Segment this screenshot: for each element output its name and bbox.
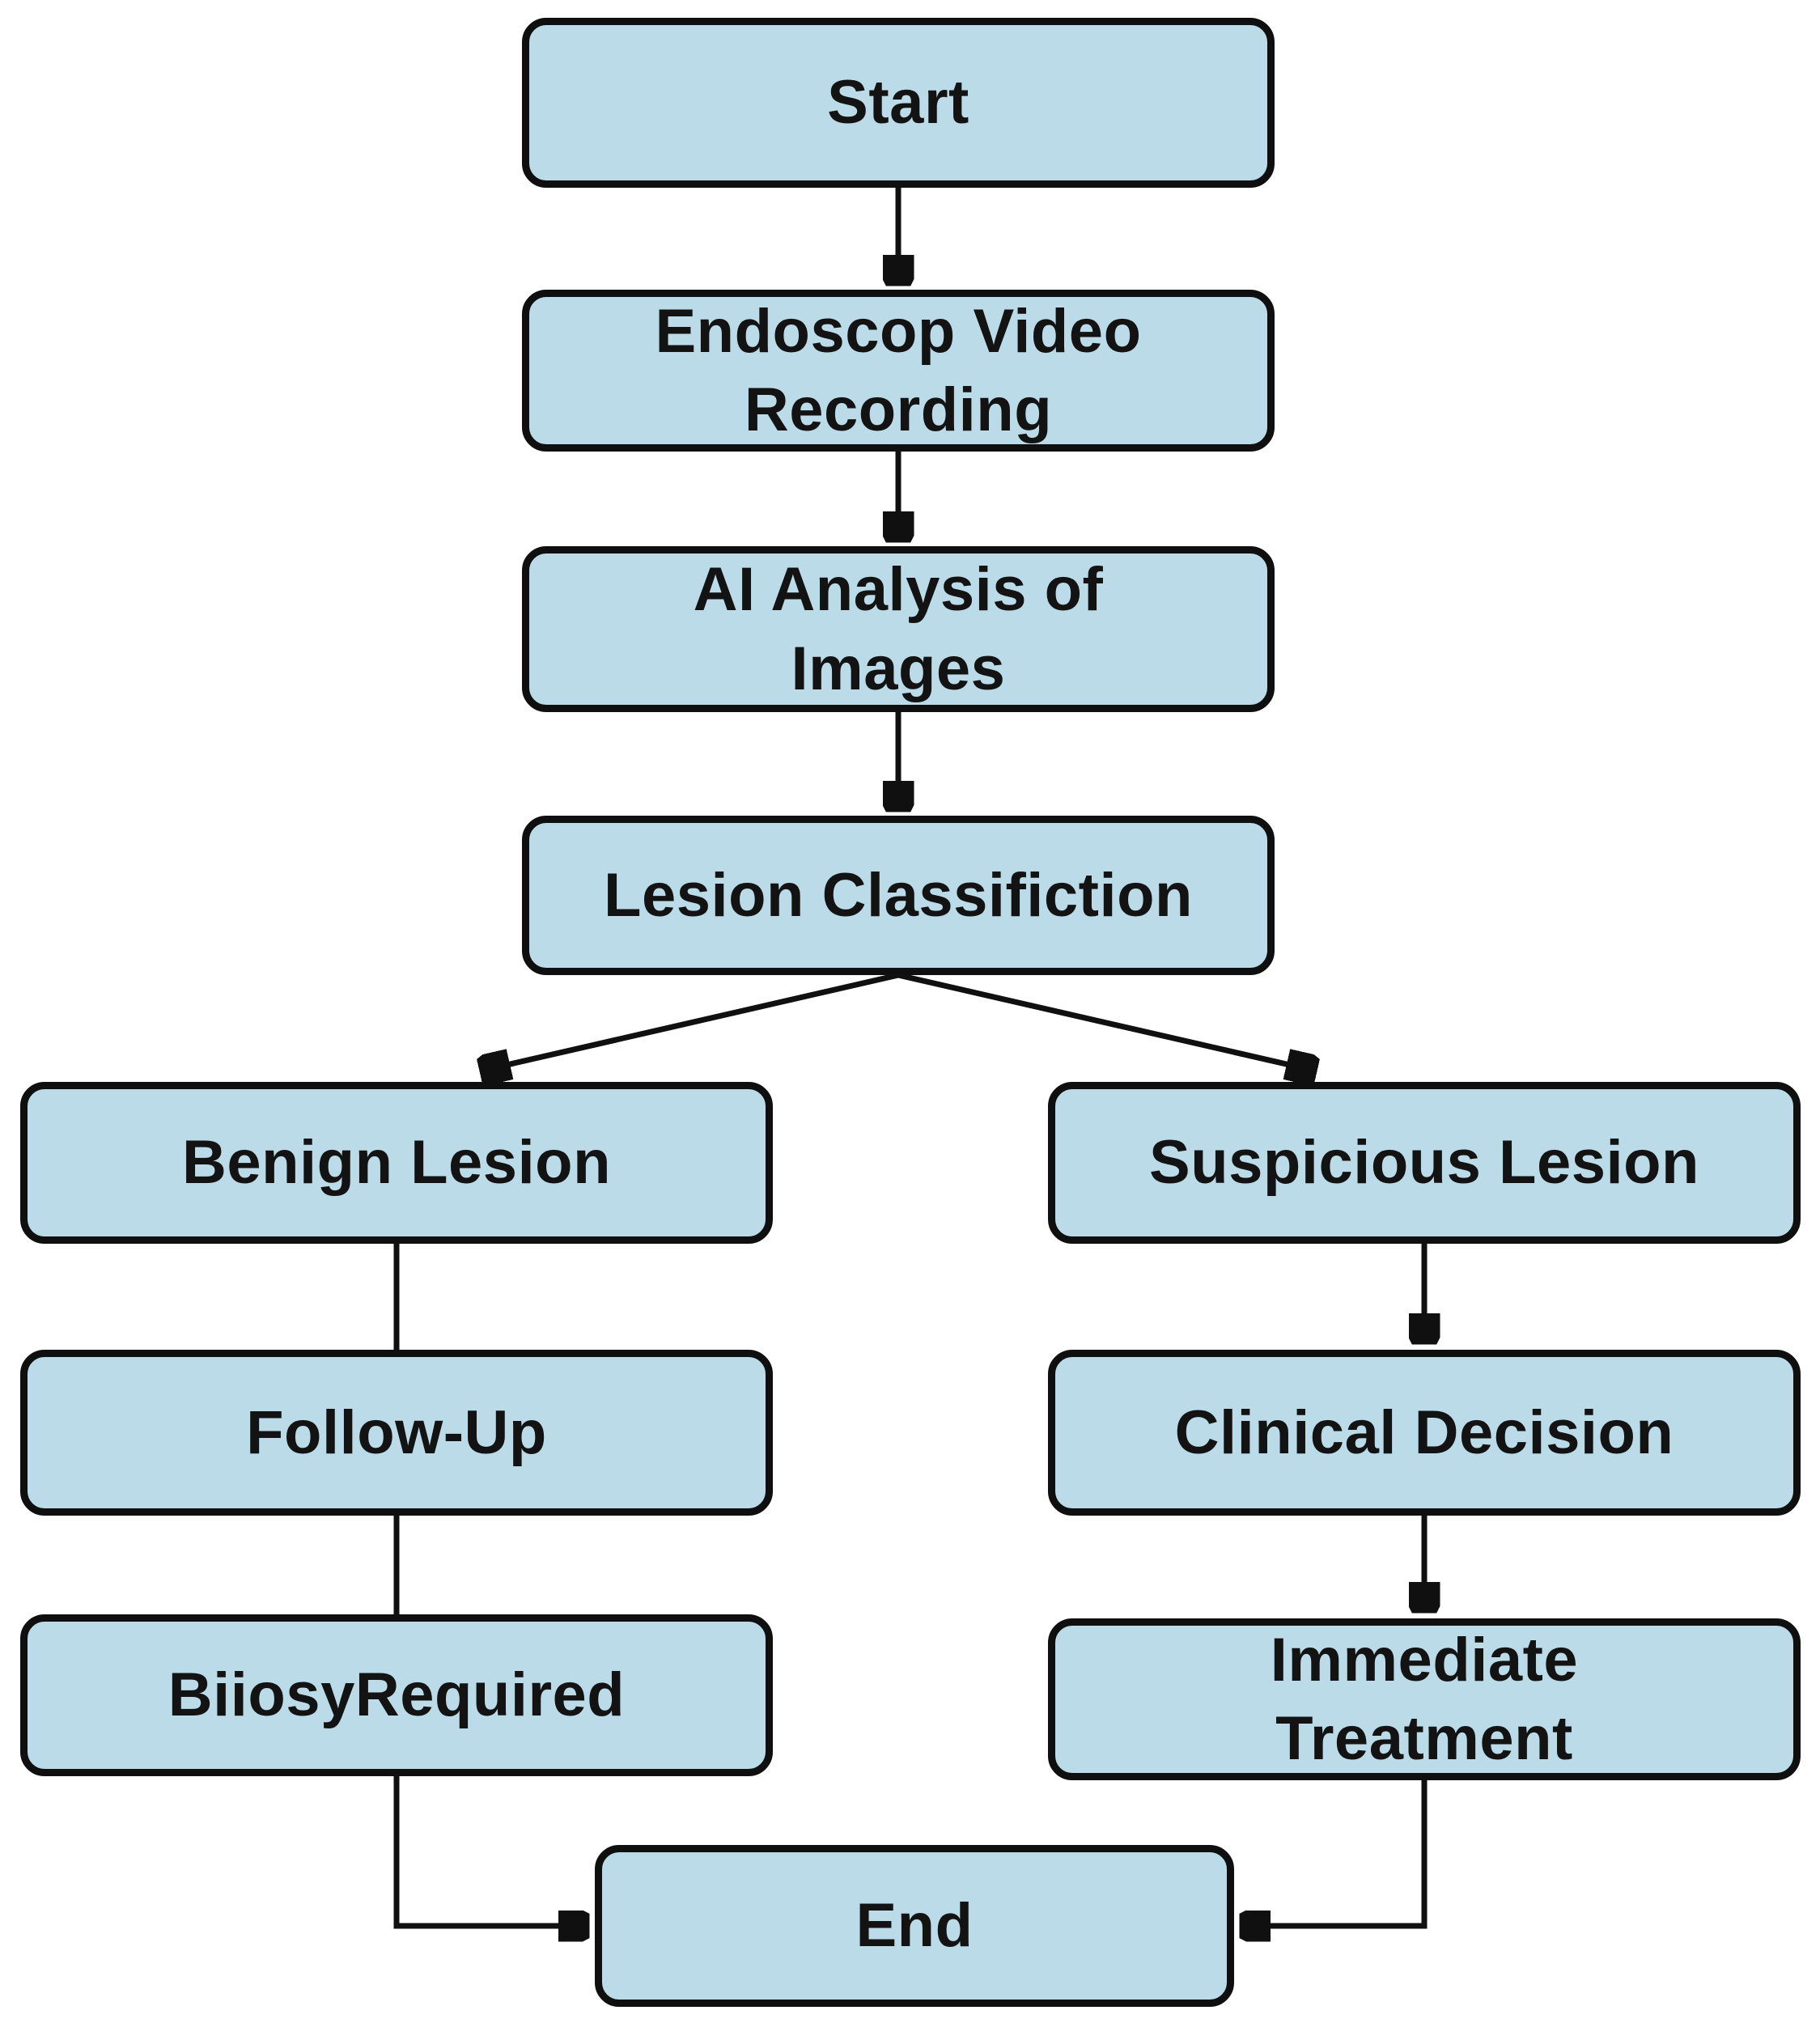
node-endoscopy-video-recording-label: Endoscop Video Recording (655, 296, 1142, 444)
node-follow-up: Follow-Up (20, 1350, 773, 1516)
node-follow-up-label: Follow-Up (246, 1397, 547, 1467)
node-benign-lesion-label: Benign Lesion (181, 1128, 612, 1198)
node-clinical-decision: Clinical Decision (1048, 1350, 1801, 1516)
node-immediate-treatment-label: Immediate Treatment (1270, 1625, 1579, 1773)
node-lesion-classification: Lesion Classifiction (522, 816, 1275, 975)
node-lesion-classification-label: Lesion Classifiction (604, 860, 1193, 930)
node-ai-analysis-of-images-label: AI Analysis of Images (693, 555, 1104, 703)
node-ai-analysis-of-images: AI Analysis of Images (522, 546, 1275, 712)
connector-classification-to-suspicious (897, 972, 1311, 1070)
node-biopsy-required-label: BiiosyRequired (168, 1660, 626, 1730)
node-start: Start (522, 18, 1275, 188)
connector-immediate-to-end (1245, 1780, 1428, 1926)
connector-biopsy-to-end (393, 1776, 583, 1926)
node-endoscopy-video-recording: Endoscop Video Recording (522, 290, 1275, 452)
node-end: End (595, 1845, 1234, 2007)
node-start-label: Start (827, 68, 969, 138)
node-benign-lesion: Benign Lesion (20, 1082, 773, 1244)
node-clinical-decision-label: Clinical Decision (1174, 1397, 1674, 1467)
node-immediate-treatment: Immediate Treatment (1048, 1618, 1801, 1780)
node-suspicious-lesion: Suspicious Lesion (1048, 1082, 1801, 1244)
node-suspicious-lesion-label: Suspicious Lesion (1149, 1128, 1699, 1198)
node-end-label: End (855, 1891, 974, 1961)
node-biopsy-required: BiiosyRequired (20, 1614, 773, 1776)
connector-classification-to-benign (486, 972, 899, 1070)
